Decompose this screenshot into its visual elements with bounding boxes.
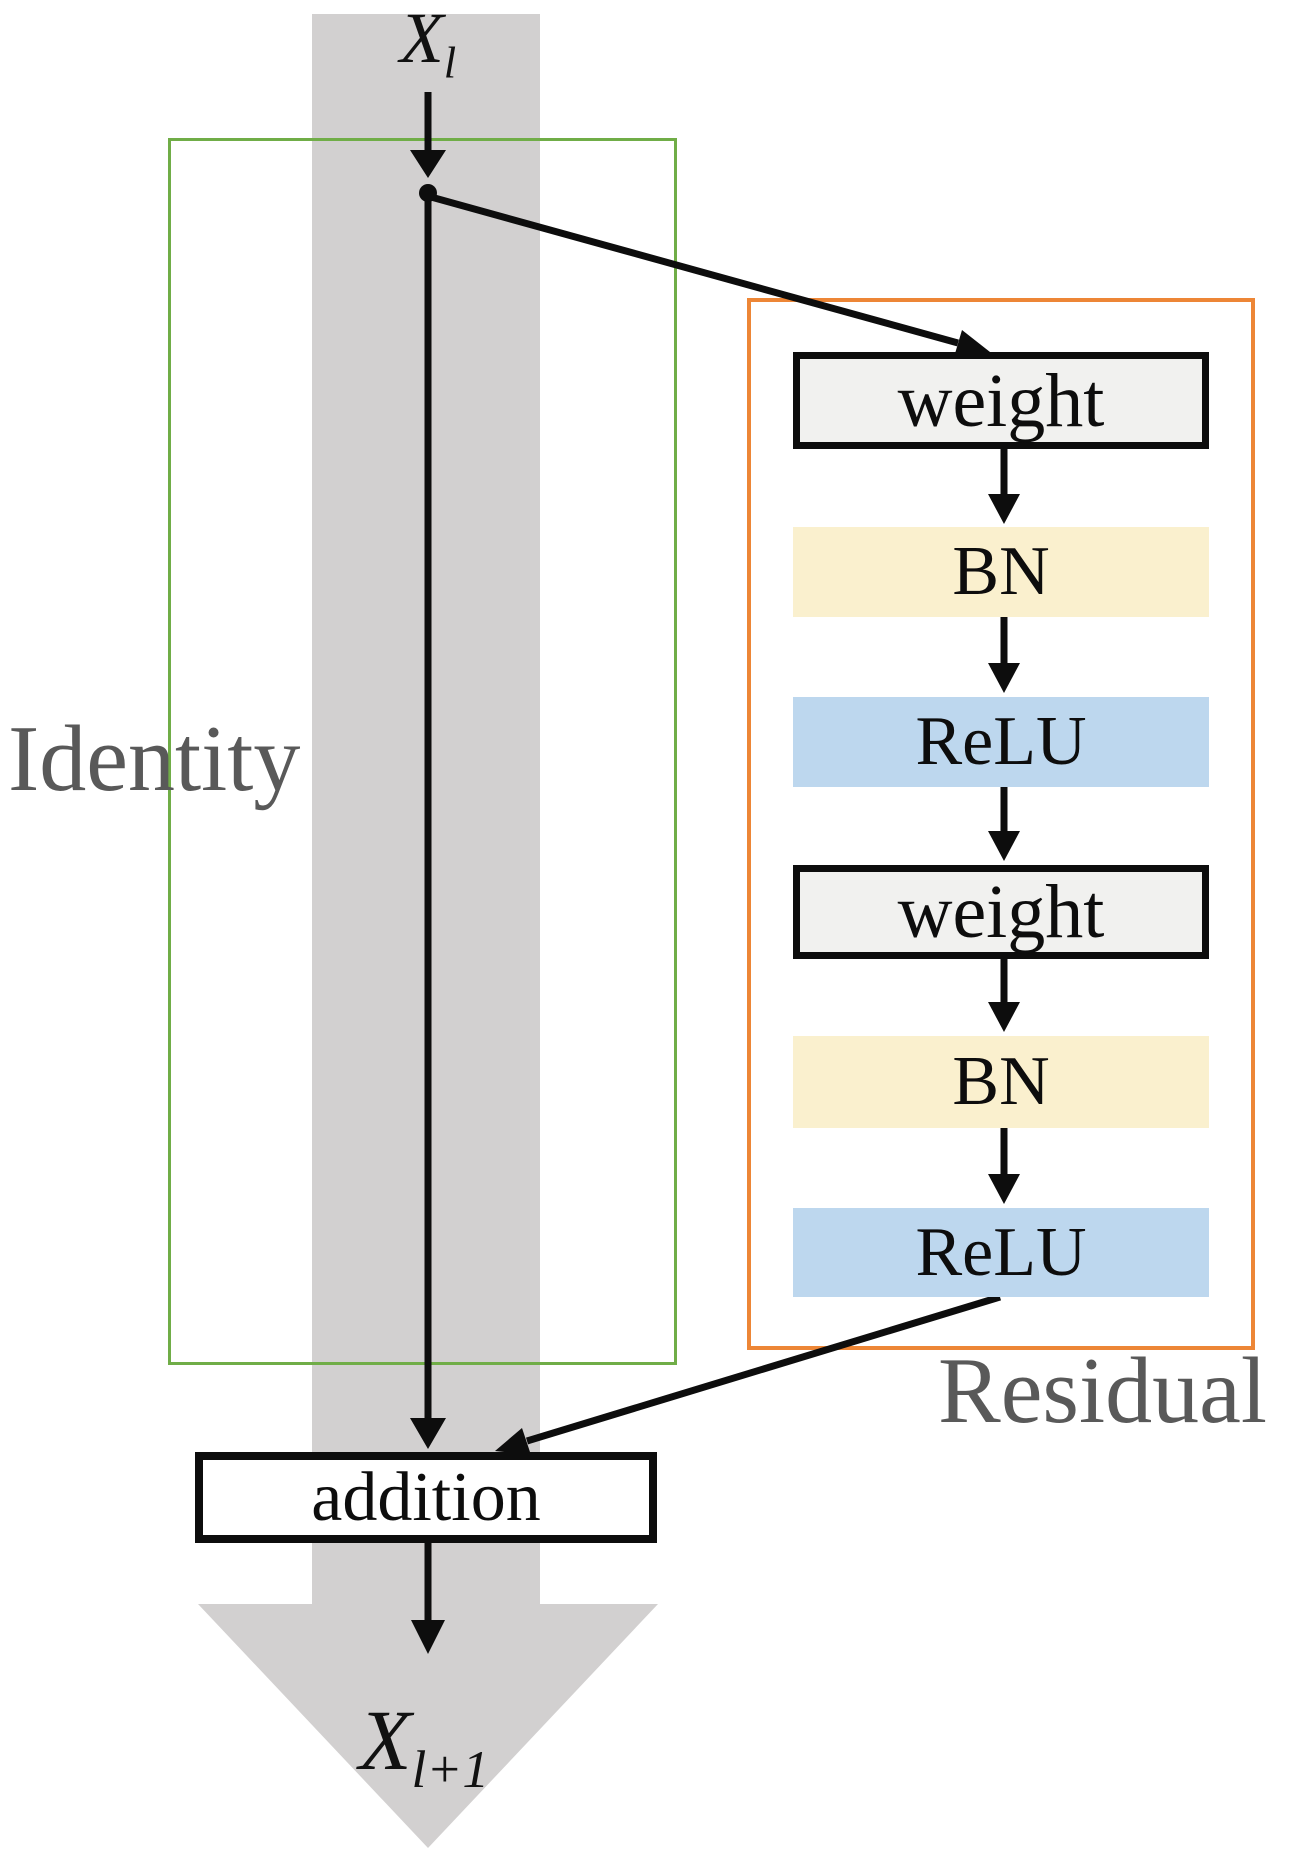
identity-group-box [168,138,677,1365]
arrow-relu1-weight2-head [988,831,1020,861]
input-label-subscript: l [443,37,457,88]
residual-group-box [747,298,1255,1350]
input-arrow-head [410,150,446,178]
output-label-base: X [359,1692,412,1788]
output-arrow-head [411,1620,445,1654]
input-label-base: X [399,0,444,78]
branch-to-weight-arrow-head [954,330,990,357]
bn-box-1-label: BN [952,533,1050,610]
output-label-subscript: l+1 [411,1739,489,1800]
bn-box-2: BN [793,1036,1209,1128]
addition-box: addition [195,1452,657,1543]
weight-box-1: weight [793,352,1209,449]
relu-box-2: ReLU [793,1208,1209,1297]
identity-label: Identity [8,707,301,811]
bn-box-1: BN [793,527,1209,617]
relu-box-2-label: ReLU [915,1213,1087,1291]
branch-to-weight-line [430,193,959,347]
arrow-bn2-relu2-head [988,1174,1020,1204]
relu-box-1: ReLU [793,697,1209,787]
arrow-bn1-relu1-head [988,663,1020,693]
residual-to-addition-line [525,1293,1002,1445]
residual-to-addition-arrow-head [495,1428,531,1455]
arrow-weight2-bn2-head [988,1002,1020,1032]
relu-box-1-label: ReLU [915,703,1087,780]
weight-box-1-label: weight [897,358,1105,443]
arrow-weight1-bn1-head [988,494,1020,524]
addition-box-label: addition [311,1458,541,1536]
weight-box-2-label: weight [897,870,1105,954]
input-label: Xl [322,2,534,85]
residual-label: Residual [938,1339,1267,1443]
weight-box-2: weight [793,865,1209,959]
bn-box-2-label: BN [952,1043,1050,1120]
output-label: Xl+1 [318,1697,530,1796]
identity-arrow-head [410,1418,446,1449]
branch-dot [419,184,437,202]
